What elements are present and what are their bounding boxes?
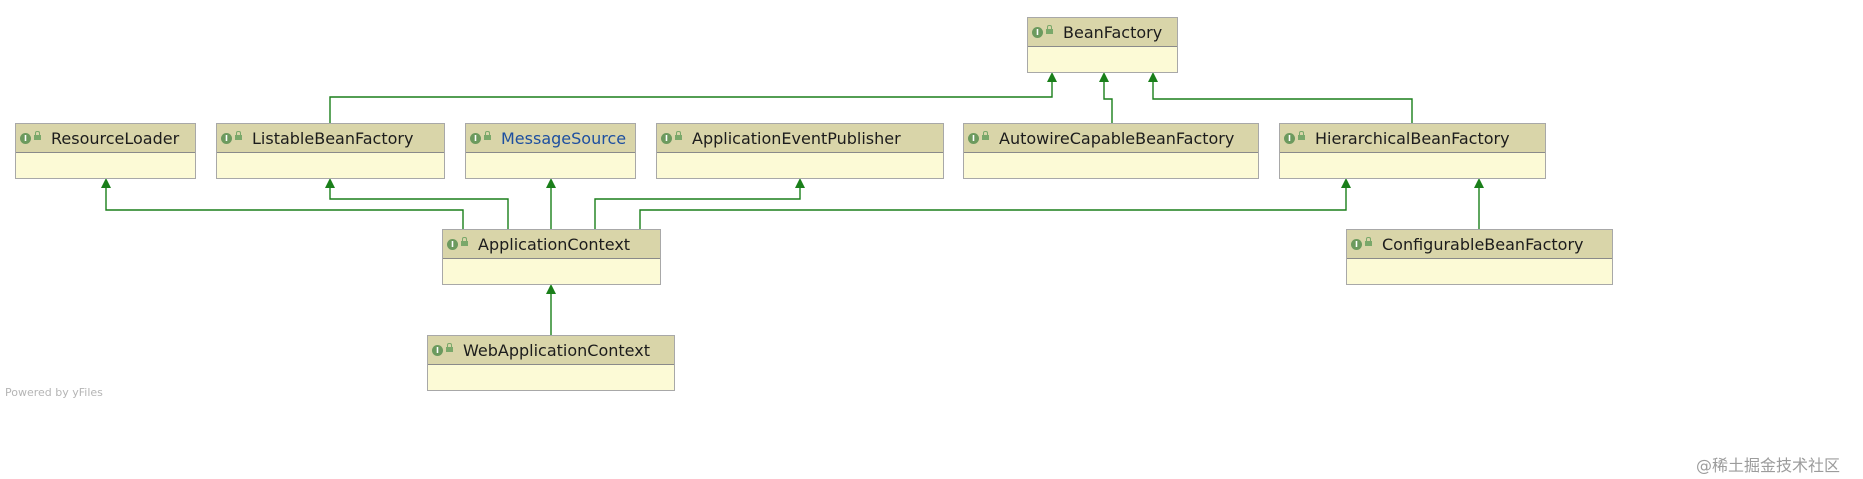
interface-icon: I <box>661 132 672 144</box>
node-header: I ResourceLoader <box>16 124 195 153</box>
arrowhead-messagesource <box>546 178 556 188</box>
node-web-application-context[interactable]: I WebApplicationContext <box>427 335 675 391</box>
lock-icon <box>484 131 491 141</box>
arrowhead-listable <box>325 178 335 188</box>
arrowhead-resourceloader <box>101 178 111 188</box>
interface-icon: I <box>1032 26 1043 38</box>
node-header: I ConfigurableBeanFactory <box>1347 230 1612 259</box>
edge-appcontext-to-hierarchical <box>639 184 1347 229</box>
lock-icon <box>1365 237 1372 247</box>
arrowhead-beanfactory-mid <box>1099 72 1109 82</box>
node-bean-factory[interactable]: I BeanFactory <box>1027 17 1178 73</box>
arrowhead-eventpublisher <box>795 178 805 188</box>
arrowhead-hierarchical-left <box>1341 178 1351 188</box>
node-title: ApplicationContext <box>478 234 631 254</box>
node-title: HierarchicalBeanFactory <box>1315 128 1510 148</box>
arrowhead-beanfactory-right <box>1148 72 1158 82</box>
interface-icon: I <box>20 132 31 144</box>
node-resource-loader[interactable]: I ResourceLoader <box>15 123 196 179</box>
node-title: AutowireCapableBeanFactory <box>999 128 1235 148</box>
node-title: ResourceLoader <box>51 128 180 148</box>
interface-icon: I <box>1351 238 1362 250</box>
edge-autowire-to-beanfactory <box>1103 78 1113 123</box>
node-application-context[interactable]: I ApplicationContext <box>442 229 661 285</box>
edge-appcontext-to-listable <box>329 184 509 229</box>
node-application-event-publisher[interactable]: I ApplicationEventPublisher <box>656 123 944 179</box>
node-header: I AutowireCapableBeanFactory <box>964 124 1258 153</box>
interface-icon: I <box>968 132 979 144</box>
arrowhead-beanfactory-left <box>1047 72 1057 82</box>
arrowhead-appcontext <box>546 284 556 294</box>
node-title: BeanFactory <box>1063 22 1163 42</box>
lock-icon <box>1298 131 1305 141</box>
node-header: I ListableBeanFactory <box>217 124 444 153</box>
interface-icon: I <box>221 132 232 144</box>
node-header: I ApplicationContext <box>443 230 660 259</box>
edge-appcontext-to-eventpublisher <box>594 184 801 229</box>
node-header: I WebApplicationContext <box>428 336 674 365</box>
node-title: ApplicationEventPublisher <box>692 128 901 148</box>
interface-icon: I <box>1284 132 1295 144</box>
node-title: WebApplicationContext <box>463 340 650 360</box>
edge-hierarchical-to-beanfactory <box>1152 78 1413 123</box>
lock-icon <box>461 237 468 247</box>
powered-by-label: Powered by yFiles <box>5 386 103 399</box>
lock-icon <box>1046 25 1053 35</box>
interface-icon: I <box>470 132 481 144</box>
edge-listable-to-beanfactory <box>329 78 1053 123</box>
node-title[interactable]: MessageSource <box>501 128 627 148</box>
node-listable-bean-factory[interactable]: I ListableBeanFactory <box>216 123 445 179</box>
node-title: ListableBeanFactory <box>252 128 414 148</box>
node-header: I MessageSource <box>466 124 635 153</box>
lock-icon <box>982 131 989 141</box>
node-header: I BeanFactory <box>1028 18 1177 47</box>
node-configurable-bean-factory[interactable]: I ConfigurableBeanFactory <box>1346 229 1613 285</box>
lock-icon <box>446 343 453 353</box>
interface-icon: I <box>432 344 443 356</box>
edge-appcontext-to-resourceloader <box>105 184 464 229</box>
lock-icon <box>675 131 682 141</box>
node-autowire-capable-bean-factory[interactable]: I AutowireCapableBeanFactory <box>963 123 1259 179</box>
node-title: ConfigurableBeanFactory <box>1382 234 1584 254</box>
lock-icon <box>34 131 41 141</box>
arrowhead-hierarchical-right <box>1474 178 1484 188</box>
node-header: I HierarchicalBeanFactory <box>1280 124 1545 153</box>
lock-icon <box>235 131 242 141</box>
watermark: @稀土掘金技术社区 <box>1696 456 1841 475</box>
node-hierarchical-bean-factory[interactable]: I HierarchicalBeanFactory <box>1279 123 1546 179</box>
node-header: I ApplicationEventPublisher <box>657 124 943 153</box>
interface-icon: I <box>447 238 458 250</box>
node-message-source[interactable]: I MessageSource <box>465 123 636 179</box>
